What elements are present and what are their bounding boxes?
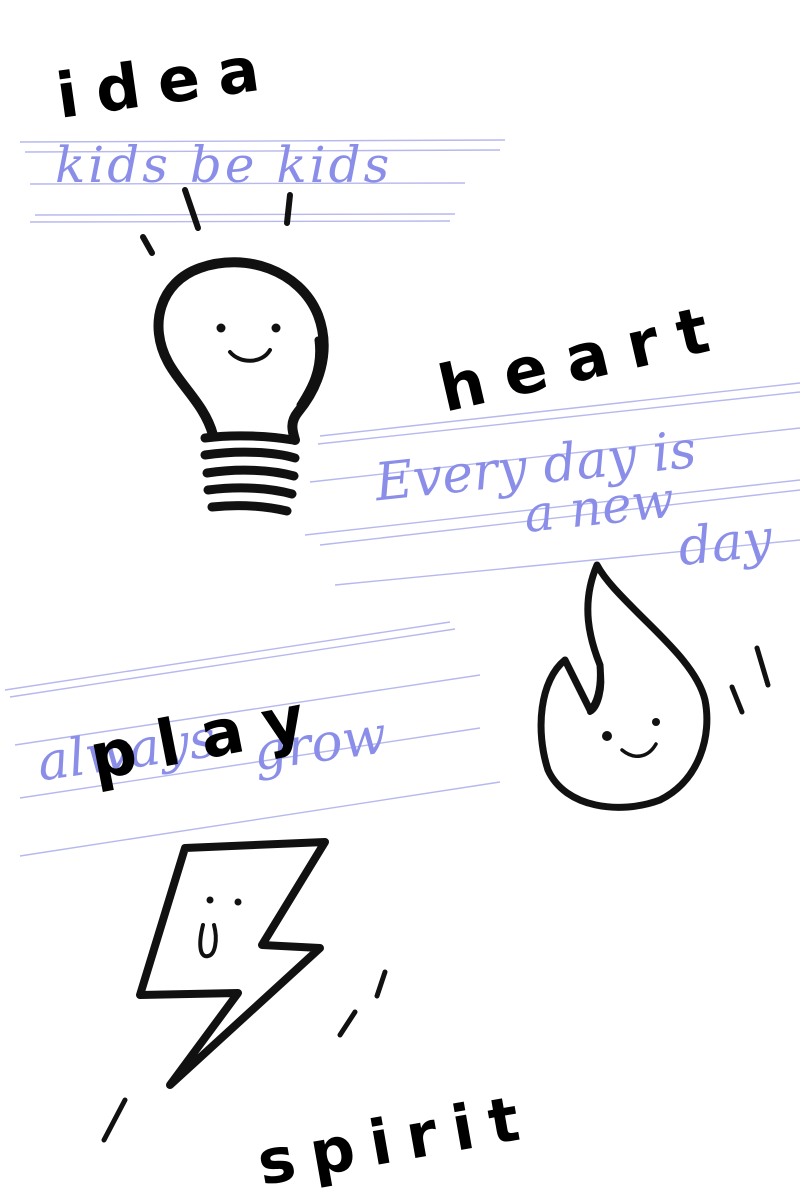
flame-icon [537,561,771,811]
lightning-bolt-icon [101,838,388,1143]
ruled-lines-top [19,139,506,223]
phrase-every-line3: day [676,508,776,578]
ruled-lines-middle [304,382,800,586]
phrase-kids-be-kids: kids be kids [55,136,392,194]
phrase-every-day: Every day is a new day [371,420,776,578]
label-idea: idea [52,30,282,133]
ruled-lines-bottom [4,621,501,857]
label-spirit: spirit [252,1079,540,1200]
lightbulb-icon [140,187,329,516]
